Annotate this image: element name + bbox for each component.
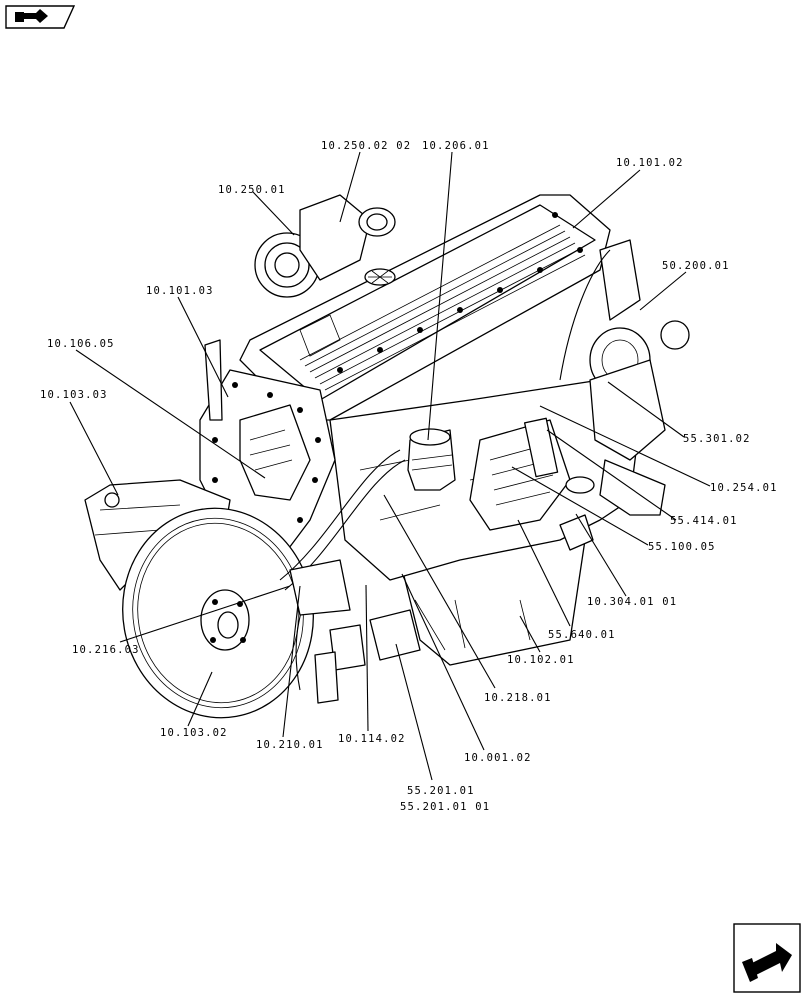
callout-10-250-02-02: 10.250.02 02 <box>321 140 411 152</box>
callout-10-216-03: 10.216.03 <box>72 644 140 656</box>
callout-10-114-02: 10.114.02 <box>338 733 406 745</box>
callout-10-001-02: 10.001.02 <box>464 752 532 764</box>
callout-labels: 10.250.02 02 10.206.01 10.101.02 10.250.… <box>40 140 778 813</box>
callout-10-101-02: 10.101.02 <box>616 157 684 169</box>
callout-10-254-01: 10.254.01 <box>710 482 778 494</box>
callout-55-201-01-01: 55.201.01 01 <box>400 801 490 813</box>
callout-55-640-01: 55.640.01 <box>548 629 616 641</box>
callout-10-206-01: 10.206.01 <box>422 140 490 152</box>
callout-10-218-01: 10.218.01 <box>484 692 552 704</box>
callout-55-100-05: 55.100.05 <box>648 541 716 553</box>
engine-illustration <box>84 194 690 719</box>
callout-10-250-01: 10.250.01 <box>218 184 286 196</box>
callout-50-200-01: 50.200.01 <box>662 260 730 272</box>
callout-10-106-05: 10.106.05 <box>47 338 115 350</box>
leader-lines <box>69 151 711 781</box>
callout-10-103-02: 10.103.02 <box>160 727 228 739</box>
callout-10-304-01-01: 10.304.01 01 <box>587 596 677 608</box>
callout-10-210-01: 10.210.01 <box>256 739 324 751</box>
callout-55-301-02: 55.301.02 <box>683 433 751 445</box>
callout-10-102-01: 10.102.01 <box>507 654 575 666</box>
callout-10-101-03: 10.101.03 <box>146 285 214 297</box>
next-page-arrow-icon[interactable] <box>733 923 801 993</box>
callout-55-201-01: 55.201.01 <box>407 785 475 797</box>
callout-10-103-03: 10.103.03 <box>40 389 108 401</box>
callout-55-414-01: 55.414.01 <box>670 515 738 527</box>
book-arrow-icon[interactable] <box>5 5 76 29</box>
